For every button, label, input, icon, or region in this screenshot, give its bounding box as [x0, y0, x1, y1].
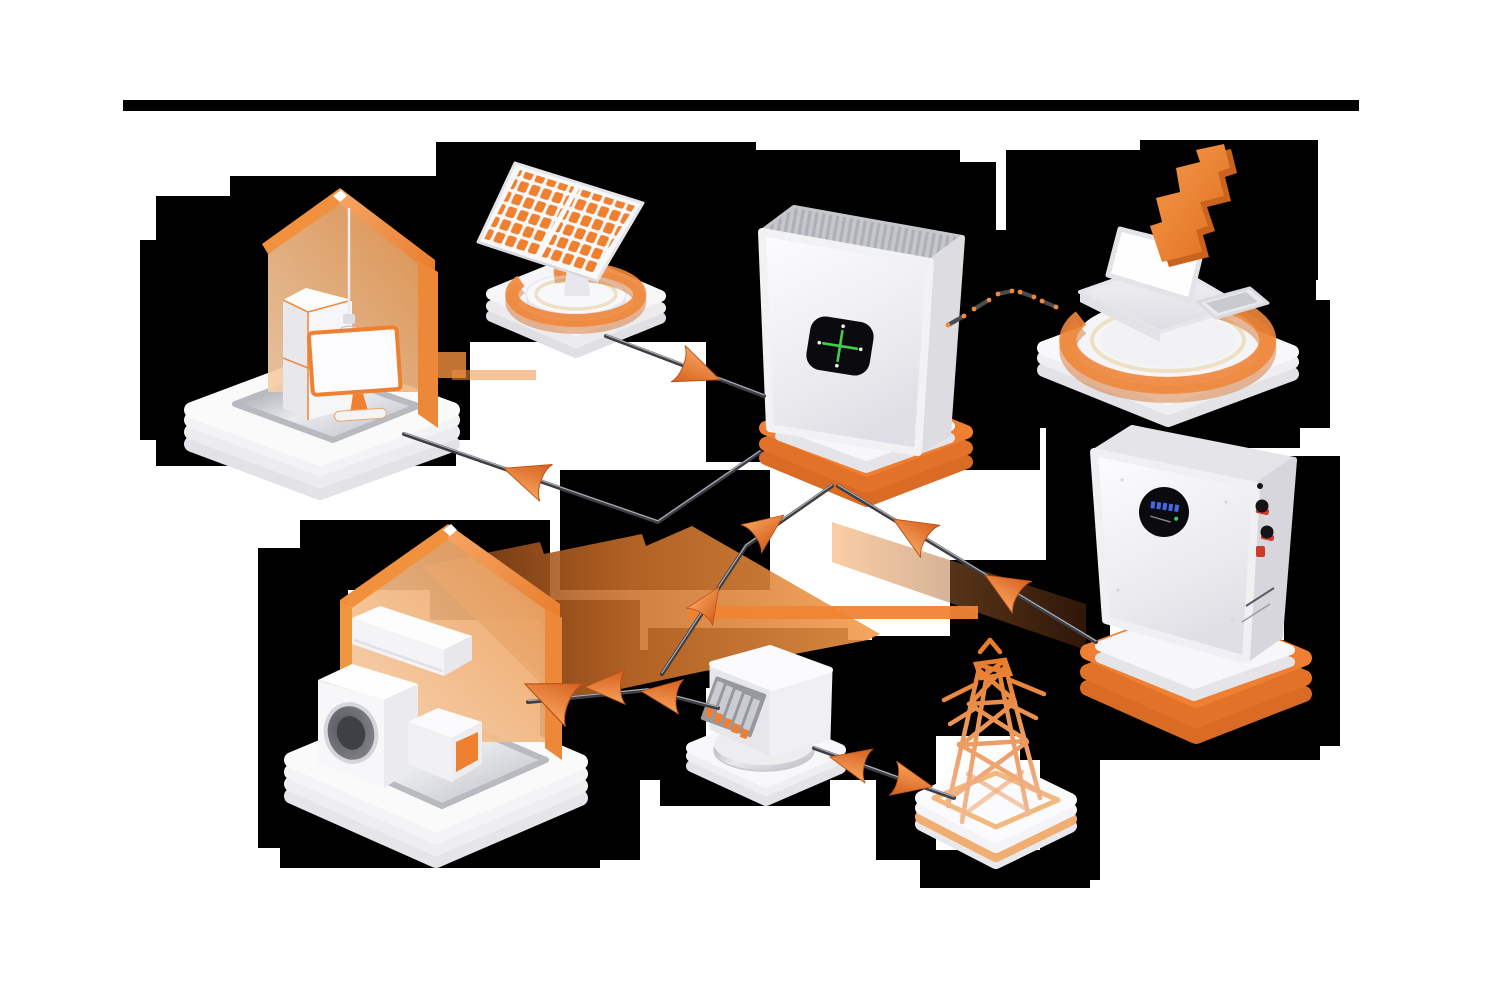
solar-panel — [476, 161, 645, 283]
house-right-roof — [340, 188, 435, 276]
storage-box — [408, 708, 482, 782]
inverter-box — [758, 205, 965, 456]
glow-streak — [688, 606, 978, 619]
cable — [402, 432, 762, 524]
connection-meter-to-appliances — [514, 661, 720, 728]
house-peak-cap — [443, 524, 457, 536]
air-conditioner — [352, 606, 472, 676]
connection-meter-to-inverter — [660, 484, 834, 676]
cable-dash — [1017, 289, 1037, 300]
meter-box — [700, 645, 833, 757]
house-right-roof — [448, 524, 560, 620]
house-left-roof-edge — [340, 524, 448, 608]
battery-unit: Battery energy storage unit — [1080, 425, 1312, 744]
cable — [836, 484, 1098, 644]
heat-sink-ribs — [762, 208, 962, 262]
phone — [1196, 286, 1270, 320]
cable-dash — [971, 297, 992, 312]
rotation-ring-icon — [505, 261, 647, 327]
connection-pv-to-inverter — [604, 334, 766, 399]
top-divider-bar — [123, 100, 1359, 111]
grid-tower: Power grid transmission tower — [915, 637, 1077, 869]
connection-meter-grid-exchange — [812, 739, 956, 805]
pixel-arrow-icon — [1150, 144, 1237, 267]
washing-machine — [318, 664, 418, 788]
connection-inverter-to-monitoring — [945, 288, 1059, 328]
monitoring-station: Monitoring station with laptop and phone — [1037, 144, 1299, 427]
connection-inverter-to-house — [402, 432, 762, 524]
cable-dash — [1039, 298, 1059, 310]
house-right-wall — [418, 260, 438, 428]
tower-lattice — [941, 637, 1047, 825]
desktop-monitor — [306, 325, 403, 422]
inverter-unit: Hybrid solar inverter with status displa… — [758, 205, 973, 507]
house-peak-cap — [333, 190, 347, 202]
smart-meter: Smart meter terminal unit — [686, 645, 846, 806]
residential-house: Residential house with lamp, fridge and … — [184, 188, 460, 500]
top-bar — [123, 100, 1359, 111]
box-orange-face — [456, 732, 478, 772]
cable-dash — [945, 313, 967, 328]
connection-battery-to-inverter — [836, 484, 1098, 644]
battery-handle — [1245, 587, 1275, 607]
terminal-block — [700, 676, 767, 740]
house-left-roof-edge — [262, 188, 340, 254]
appliances-house: House with washing machine and air condi… — [284, 524, 588, 868]
battery-box — [1090, 425, 1297, 664]
flow-arrow-icon — [496, 449, 554, 503]
inverter-display — [806, 316, 874, 376]
cable — [660, 484, 834, 676]
cable-layer — [402, 288, 1098, 805]
battery-terminals — [1255, 483, 1275, 557]
solar-panel-station: Solar panel on rotating platform — [476, 161, 666, 358]
battery-display — [1139, 487, 1189, 537]
